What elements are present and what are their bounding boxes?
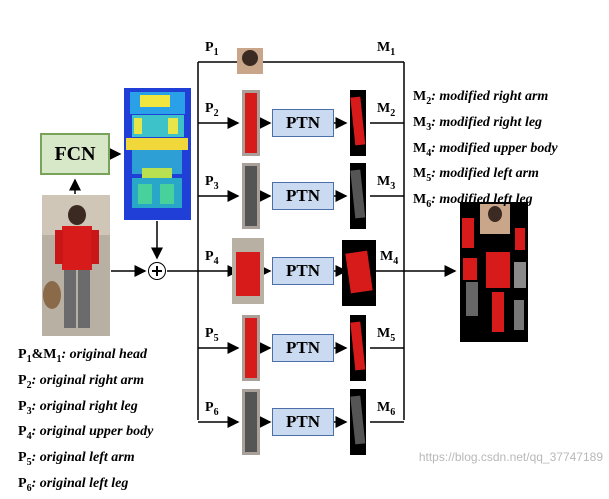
modified-label: M6 — [377, 400, 396, 418]
merged-output-image — [460, 202, 528, 342]
legend-entry: M6: modified left leg — [413, 192, 533, 210]
add-operator-icon — [148, 262, 166, 280]
fcn-box: FCN — [40, 133, 110, 175]
modified-label: M2 — [377, 101, 396, 119]
modified-label: M1 — [377, 40, 396, 58]
part-label: P4 — [205, 249, 219, 267]
part-label: P2 — [205, 101, 219, 119]
legend-entry: M3: modified right leg — [413, 114, 543, 133]
ptn-label: PTN — [286, 412, 320, 431]
part-crop-image — [242, 315, 260, 381]
legend-entry: P5: original left arm — [18, 450, 135, 468]
part-crop-image — [232, 238, 264, 304]
person-image — [42, 195, 110, 336]
legend-entry: M2: modified right arm — [413, 89, 549, 107]
ptn-box: PTN — [272, 109, 334, 137]
legend-entry: P6: original left leg — [18, 475, 129, 494]
ptn-box: PTN — [272, 334, 334, 362]
ptn-box: PTN — [272, 182, 334, 210]
heatmap-image — [124, 88, 191, 220]
part-crop-image — [242, 90, 260, 156]
ptn-label: PTN — [286, 261, 320, 280]
part-crop-image — [242, 389, 260, 455]
part-label: P5 — [205, 326, 219, 344]
legend-entry: P2: original right arm — [18, 372, 144, 391]
legend-entry: M4: modified upper body — [413, 140, 558, 159]
ptn-box: PTN — [272, 408, 334, 436]
modified-part-image — [350, 315, 366, 381]
legend-entry: P3: original right leg — [18, 398, 138, 417]
part-crop-image — [242, 163, 260, 229]
fcn-label: FCN — [54, 142, 96, 165]
ptn-box: PTN — [272, 257, 334, 285]
legend-entry: P1&M1: original head — [18, 347, 148, 365]
part-label: P1 — [205, 40, 219, 58]
part-label: P6 — [205, 400, 219, 418]
part-crop-image — [237, 48, 263, 74]
modified-label: M4 — [380, 249, 399, 267]
modified-part-image — [350, 389, 366, 455]
modified-part-image — [350, 90, 366, 156]
ptn-label: PTN — [286, 113, 320, 132]
watermark: https://blog.csdn.net/qq_37747189 — [418, 450, 603, 464]
ptn-label: PTN — [286, 338, 320, 357]
part-label: P3 — [205, 174, 219, 192]
modified-label: M5 — [377, 326, 396, 344]
legend-entry: P4: original upper body — [18, 424, 154, 443]
ptn-label: PTN — [286, 186, 320, 205]
legend-entry: M5: modified left arm — [413, 166, 539, 185]
modified-part-image — [342, 240, 376, 306]
modified-label: M3 — [377, 174, 396, 192]
modified-part-image — [350, 163, 366, 229]
diagram-canvas — [42, 48, 528, 455]
